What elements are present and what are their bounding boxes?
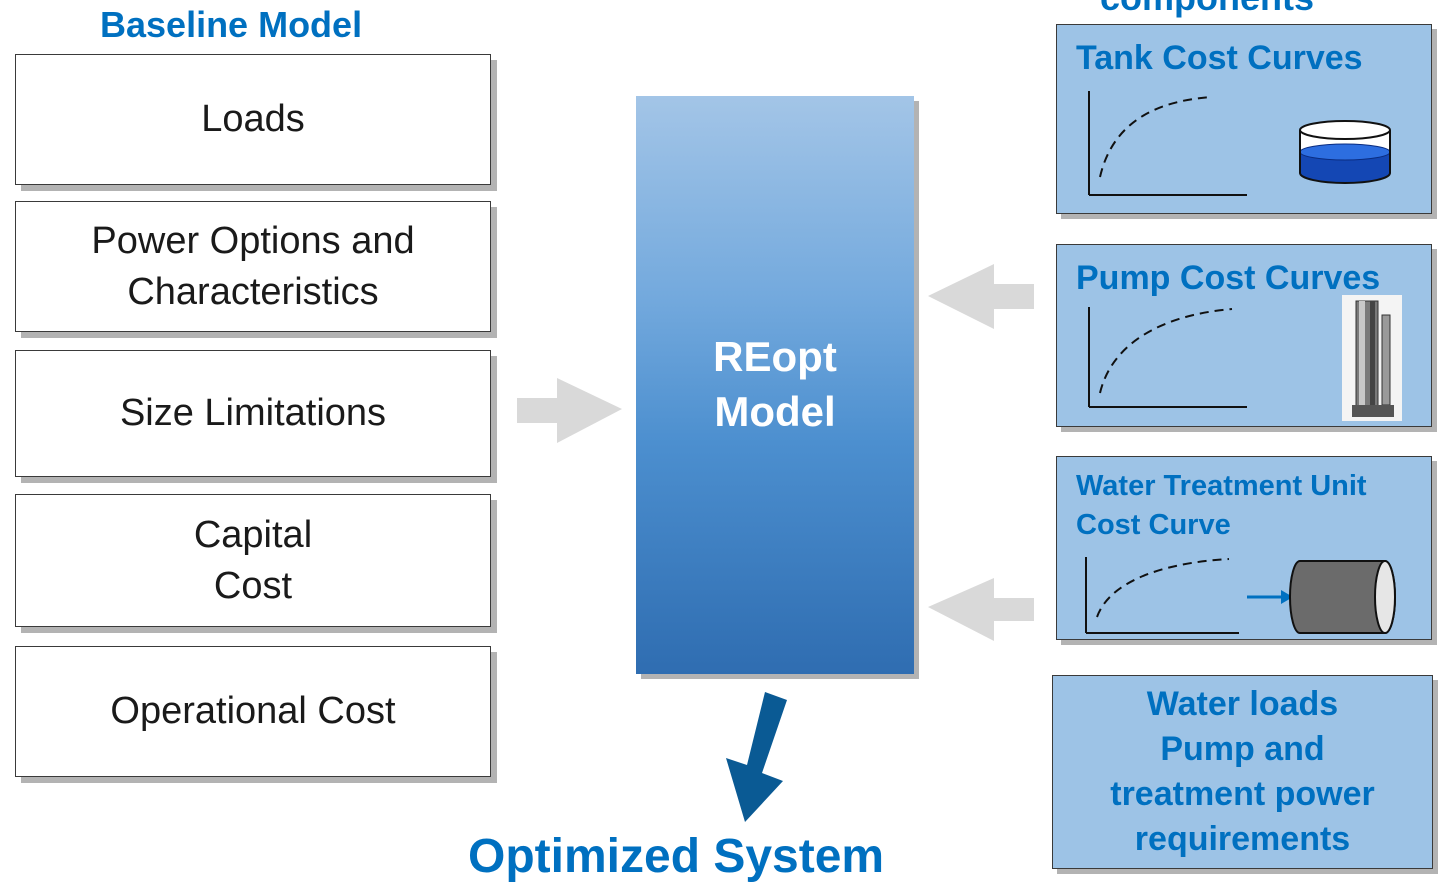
pump-cost-curves-box: Pump Cost Curves xyxy=(1056,244,1432,427)
baseline-box-power-options: Power Options and Characteristics xyxy=(15,201,491,332)
baseline-label-operational-cost: Operational Cost xyxy=(110,690,396,733)
components-heading: components xyxy=(1100,0,1314,19)
water-treatment-title: Water Treatment Unit Cost Curve xyxy=(1076,470,1367,542)
pump-to-model-arrow xyxy=(928,264,1034,329)
pump-cost-curve-graph xyxy=(1088,307,1247,408)
baseline-to-model-arrow xyxy=(517,378,622,443)
tank-cost-curves-title: Tank Cost Curves xyxy=(1076,39,1363,77)
baseline-box-size-limitations: Size Limitations xyxy=(15,350,491,477)
baseline-box-capital-cost: Capital Cost xyxy=(15,494,491,627)
water-treatment-cost-curve-graph xyxy=(1085,557,1239,634)
baseline-label-size-limitations: Size Limitations xyxy=(119,392,387,435)
tank-cost-curve-graph xyxy=(1088,91,1247,196)
baseline-label-power-options: Power Options and Characteristics xyxy=(91,220,415,313)
pump-cost-curves-title: Pump Cost Curves xyxy=(1076,259,1381,297)
model-to-optimized-arrow xyxy=(726,692,787,822)
tank-icon xyxy=(1299,120,1391,184)
baseline-box-operational-cost: Operational Cost xyxy=(15,646,491,777)
baseline-label-loads: Loads xyxy=(201,98,305,141)
pump-icon xyxy=(1342,295,1402,421)
reopt-model-label: REopt Model xyxy=(713,333,837,435)
tank-cost-curves-box: Tank Cost Curves xyxy=(1056,24,1432,214)
reopt-model-box: REopt Model xyxy=(636,96,914,674)
baseline-box-loads: Loads xyxy=(15,54,491,185)
baseline-model-heading: Baseline Model xyxy=(100,4,363,45)
water-loads-box: Water loads Pump and treatment power req… xyxy=(1052,675,1433,869)
treatment-to-model-arrow xyxy=(928,578,1034,641)
treatment-unit-icon xyxy=(1247,560,1396,634)
water-loads-label: Water loads Pump and treatment power req… xyxy=(1110,685,1375,858)
water-treatment-box: Water Treatment Unit Cost Curve xyxy=(1056,456,1432,640)
baseline-label-capital-cost: Capital Cost xyxy=(193,514,313,607)
